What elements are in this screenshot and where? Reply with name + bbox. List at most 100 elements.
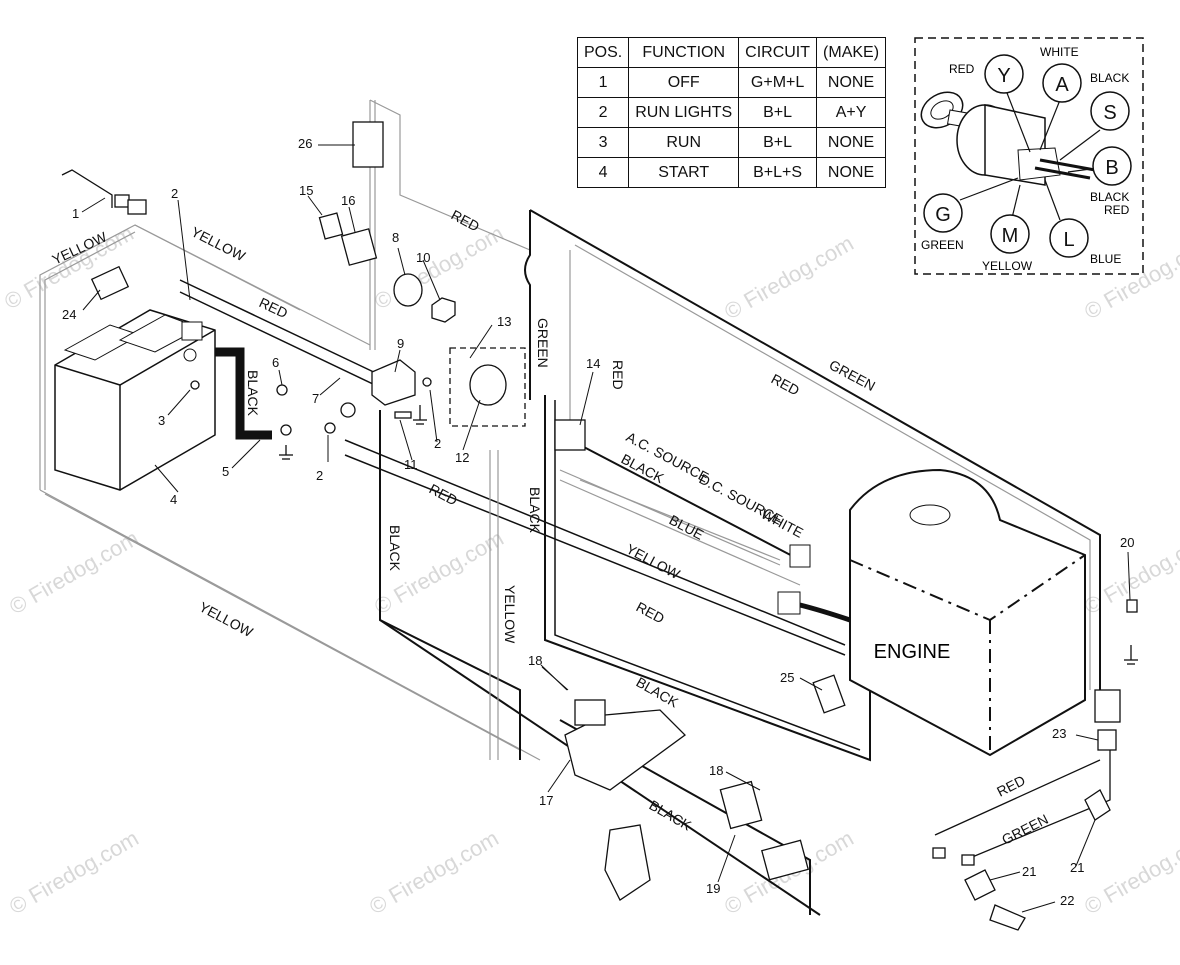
cell-circuit: B+L+S xyxy=(738,157,818,188)
part-number-3: 3 xyxy=(158,413,165,428)
header-function: FUNCTION xyxy=(628,37,740,68)
part-number-1: 1 xyxy=(72,206,79,221)
color-green: GREEN xyxy=(921,238,964,252)
washer-icon xyxy=(280,424,292,436)
header-pos: POS. xyxy=(576,37,630,68)
part-number-19: 19 xyxy=(706,881,720,896)
label-yellow-2: YELLOW xyxy=(189,223,249,264)
label-green-2: GREEN xyxy=(827,357,878,395)
ignition-switch-detail: Y A S B L M G RED WHITE BLACK BLACK RED … xyxy=(914,37,1144,275)
part-number-5: 5 xyxy=(222,464,229,479)
terminal-a-label: A xyxy=(1055,74,1069,96)
table-row: 3 RUN B+L NONE xyxy=(576,127,887,158)
part-number-20: 20 xyxy=(1120,535,1134,550)
color-black-b: BLACK xyxy=(1090,190,1129,204)
battery-icon xyxy=(54,309,216,491)
label-red-6: RED xyxy=(634,599,668,627)
terminal-m-label: M xyxy=(1002,225,1019,247)
ac-connector-icon xyxy=(789,544,811,568)
plug-19-icon xyxy=(761,839,809,881)
part-number-25: 25 xyxy=(780,670,794,685)
label-red-1: RED xyxy=(257,294,291,321)
lamp-21b-icon xyxy=(1084,789,1111,821)
part-number-14: 14 xyxy=(586,356,600,371)
cell-pos: 4 xyxy=(576,157,630,188)
watermark: © Firedog.com xyxy=(365,825,503,919)
part-leaders xyxy=(81,144,1131,913)
part-number-8: 8 xyxy=(392,230,399,245)
header-make: (MAKE) xyxy=(816,37,887,68)
label-blue: BLUE xyxy=(667,512,707,543)
terminal-a xyxy=(1042,63,1082,103)
part-15-icon xyxy=(318,212,344,240)
solenoid-9-icon xyxy=(371,359,416,406)
grommet-8-icon xyxy=(393,273,423,307)
part-number-22: 22 xyxy=(1060,893,1074,908)
nut-2b-icon xyxy=(422,377,432,387)
label-red-3: RED xyxy=(610,360,626,390)
connector-23a-icon xyxy=(1094,689,1121,723)
cell-make: A+Y xyxy=(816,97,887,128)
part-number-21a: 21 xyxy=(1070,860,1084,875)
part-number-2c: 2 xyxy=(316,468,323,483)
cell-function: START xyxy=(628,157,740,188)
terminal-g-label: G xyxy=(935,204,951,226)
engine-connector-icon xyxy=(777,591,801,615)
label-red-4: RED xyxy=(769,371,803,399)
part-number-10: 10 xyxy=(416,250,430,265)
terminal-y-label: Y xyxy=(997,65,1010,87)
label-black-6: BLACK xyxy=(647,797,695,834)
label-black-1: BLACK xyxy=(245,370,261,417)
seat-bracket-icon xyxy=(604,824,651,901)
part-number-26: 26 xyxy=(298,136,312,151)
part-number-4: 4 xyxy=(170,492,177,507)
color-black-s: BLACK xyxy=(1090,71,1129,85)
part-number-15: 15 xyxy=(299,183,313,198)
switch-frame xyxy=(449,347,526,427)
ground-icons xyxy=(279,405,1138,665)
part-number-23: 23 xyxy=(1052,726,1066,741)
part-number-2b: 2 xyxy=(434,436,441,451)
ring-terminal-icon xyxy=(340,402,356,418)
color-yellow: YELLOW xyxy=(982,259,1033,273)
switch-function-table: POS. FUNCTION CIRCUIT (MAKE) 1 OFF G+M+L… xyxy=(576,37,887,188)
bolt-3-icon xyxy=(190,380,200,390)
switch-19-icon xyxy=(719,780,763,830)
cell-pos: 3 xyxy=(576,127,630,158)
watermark: © Firedog.com xyxy=(5,825,143,919)
connector-1-icon xyxy=(61,169,113,208)
watermark: © Firedog.com xyxy=(720,230,858,324)
label-green-3: GREEN xyxy=(999,811,1051,848)
cell-function: OFF xyxy=(628,67,740,98)
terminal-end-icon xyxy=(961,854,975,866)
engine-wire xyxy=(799,602,851,623)
label-black-4: BLACK xyxy=(387,525,403,572)
table-row: 2 RUN LIGHTS B+L A+Y xyxy=(576,97,887,128)
part-number-6: 6 xyxy=(272,355,279,370)
engine-icon: ENGINE xyxy=(849,468,1086,757)
color-white: WHITE xyxy=(1040,45,1079,59)
lamp-21a-icon xyxy=(964,869,996,901)
nut-10-icon xyxy=(431,297,456,323)
part-number-18b: 18 xyxy=(709,763,723,778)
header-circuit: CIRCUIT xyxy=(738,37,818,68)
part-number-11: 11 xyxy=(404,457,418,472)
label-yellow-4: YELLOW xyxy=(624,541,684,583)
terminal-y xyxy=(984,54,1024,94)
color-red-b: RED xyxy=(1104,203,1130,217)
switch-body-icon xyxy=(956,104,1096,186)
bolt-6-icon xyxy=(276,384,288,396)
terminal-l-label: L xyxy=(1063,229,1074,251)
color-blue: BLUE xyxy=(1090,252,1121,266)
cell-make: NONE xyxy=(816,67,887,98)
terminal-m xyxy=(990,214,1030,254)
label-black-3: BLACK xyxy=(527,487,543,534)
cell-pos: 1 xyxy=(576,67,630,98)
part-number-12: 12 xyxy=(455,450,469,465)
part-number-9: 9 xyxy=(397,336,404,351)
label-yellow-3: YELLOW xyxy=(197,599,257,641)
harness-lines xyxy=(39,99,1111,916)
cell-pos: 2 xyxy=(576,97,630,128)
table-row: 1 OFF G+M+L NONE xyxy=(576,67,887,98)
